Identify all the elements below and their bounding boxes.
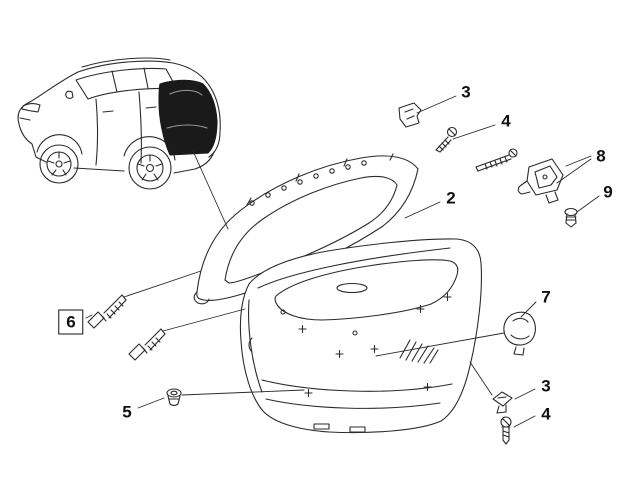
clip-part-top	[398, 102, 422, 128]
callout-4-top[interactable]: 4	[501, 111, 511, 131]
rivet-part	[564, 207, 578, 228]
screw-part-top	[435, 126, 458, 153]
car-thumbnail	[17, 57, 221, 190]
callout-9[interactable]: 9	[603, 182, 613, 202]
callout-3-bottom[interactable]: 3	[541, 376, 551, 396]
callout-5[interactable]: 5	[122, 402, 132, 422]
screw-part-8	[475, 148, 518, 172]
screw-part-left	[128, 328, 166, 361]
callout-2[interactable]: 2	[446, 188, 456, 208]
callout-3-top[interactable]: 3	[461, 82, 471, 102]
latch-part	[517, 158, 564, 204]
hook-part	[503, 311, 536, 356]
leader-lines	[85, 95, 600, 428]
callout-8[interactable]: 8	[596, 146, 606, 166]
callout-4-bottom[interactable]: 4	[541, 404, 551, 424]
clip-part-bottom	[492, 391, 513, 414]
tailgate-trim-panel-part	[239, 238, 482, 434]
grommet-part	[166, 388, 182, 407]
screw-part-bottom	[500, 416, 512, 445]
callout-6[interactable]: 6	[58, 309, 84, 335]
stud-part-left	[87, 294, 127, 329]
callout-7[interactable]: 7	[541, 287, 551, 307]
